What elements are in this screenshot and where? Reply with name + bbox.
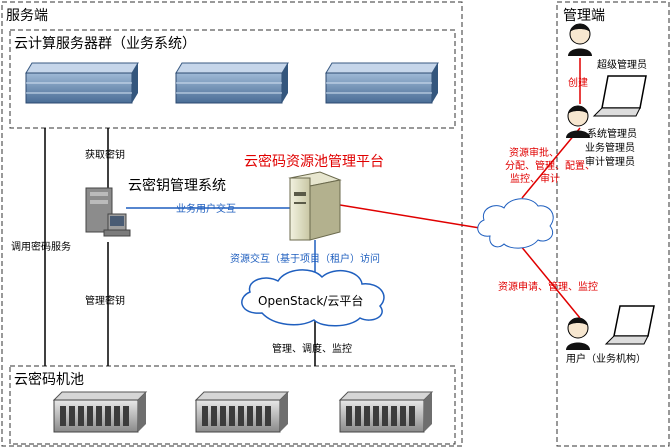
admin-laptop-icon — [592, 75, 647, 117]
crypto-machine-icon — [338, 391, 434, 433]
super-admin-person-icon — [568, 23, 592, 56]
rack-server-icon — [25, 62, 139, 104]
manage-schedule-label: 管理、调度、监控 — [272, 342, 352, 355]
biz-user-interact-label: 业务用户交互 — [176, 202, 236, 215]
admin-side-title: 管理端 — [563, 8, 605, 24]
super-admin-label: 超级管理员 — [597, 58, 647, 71]
server-side-box — [1, 1, 463, 447]
server-cluster-box — [9, 29, 456, 129]
admin-ops-label-2: 分配、管理、配置、 — [505, 159, 595, 172]
internet-to-admins-line — [521, 127, 581, 199]
kms-computer-icon — [85, 187, 131, 237]
user-ops-label: 资源申请、管理、监控 — [498, 280, 598, 293]
admin-ops-label-1: 资源审批、 — [509, 146, 559, 159]
platform-to-internet-line — [339, 204, 493, 231]
internet-cloud-shape — [477, 198, 554, 249]
create-label: 创建 — [568, 76, 588, 89]
rack-server-icon — [325, 62, 439, 104]
user-laptop-icon — [604, 305, 655, 345]
openstack-cloud-label: OpenStack/云平台 — [258, 293, 363, 308]
internet-to-user-line — [519, 244, 581, 319]
call-service-label: 调用密码服务 — [11, 240, 71, 253]
admin-label-audit: 审计管理员 — [585, 155, 635, 168]
crypto-pool-box — [9, 365, 456, 445]
server-side-title: 服务端 — [6, 8, 48, 24]
kms-title: 云密钥管理系统 — [128, 177, 226, 194]
crypto-machine-icon — [52, 391, 148, 433]
platform-server-icon — [288, 171, 342, 241]
business-user-label: 用户（业务机构） — [566, 352, 646, 365]
crypto-machine-icon — [194, 391, 290, 433]
platform-title: 云密码资源池管理平台 — [244, 153, 384, 170]
admin-side-box — [556, 1, 670, 447]
pool-title: 云密码机池 — [14, 371, 84, 388]
cluster-title: 云计算服务器群（业务系统） — [14, 36, 196, 52]
openstack-cloud-shape — [241, 269, 385, 327]
admin-person-icon — [566, 105, 590, 138]
resource-interact-label: 资源交互（基于项目（租户）访问 — [230, 252, 380, 265]
manage-key-label: 管理密钥 — [85, 294, 125, 307]
rack-server-icon — [175, 62, 289, 104]
admin-label-system: 系统管理员 — [587, 127, 637, 140]
user-person-icon — [566, 317, 590, 350]
admin-ops-label-3: 监控、审计 — [510, 172, 560, 185]
admin-label-business: 业务管理员 — [585, 141, 635, 154]
get-key-label: 获取密钥 — [85, 148, 125, 161]
